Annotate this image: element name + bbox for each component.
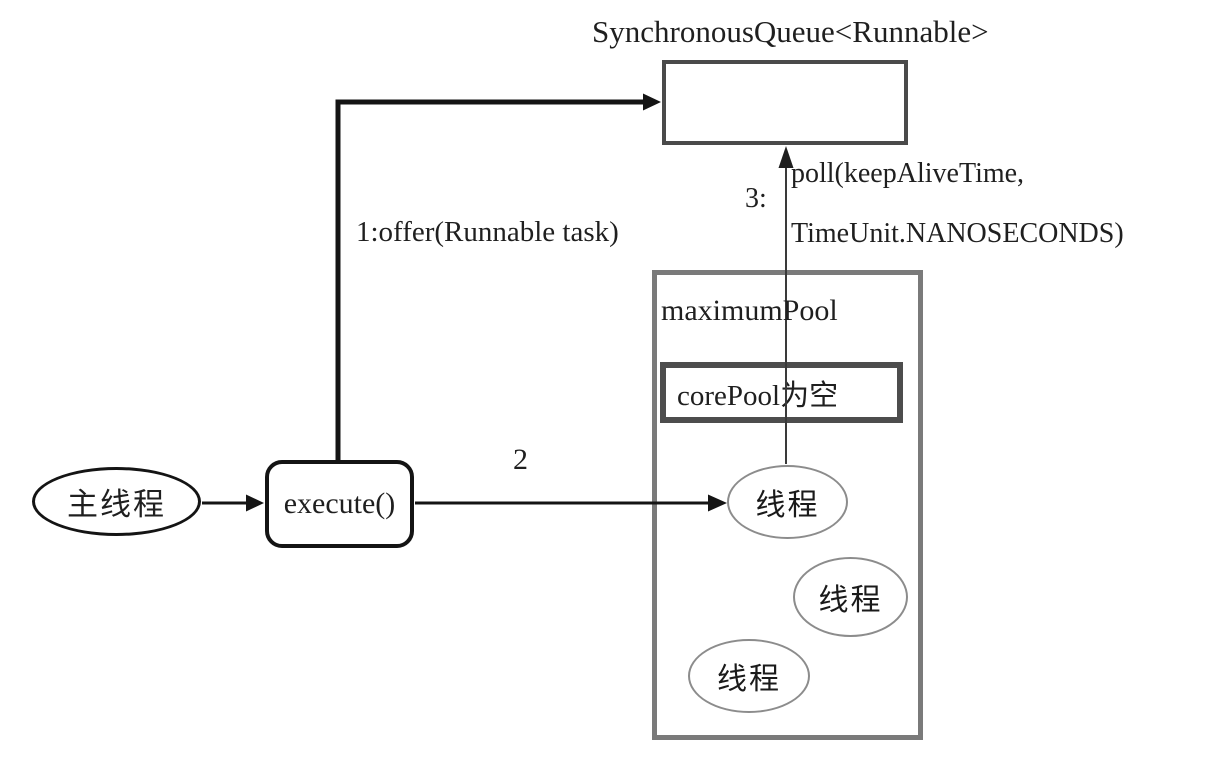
execute-label: execute()	[283, 487, 396, 520]
core-pool-box: corePool为空	[660, 362, 903, 423]
thread-ellipse-2: 线程	[793, 557, 908, 637]
offer-edge-label: 1:offer(Runnable task)	[356, 216, 619, 248]
maximum-pool-label: maximumPool	[661, 294, 838, 327]
offer-arrow-line	[335, 99, 647, 460]
step3-edge-label: 3:	[745, 183, 767, 214]
offer-arrowhead-icon	[643, 93, 661, 111]
synchronous-queue-box	[662, 60, 908, 145]
thread-ellipse-3: 线程	[688, 639, 810, 713]
main-to-execute-arrowhead-icon	[246, 494, 264, 512]
poll-label-line1: poll(keepAliveTime,	[791, 158, 1025, 189]
queue-title: SynchronousQueue<Runnable>	[592, 14, 989, 49]
thread-1-label: 线程	[755, 489, 820, 522]
main-thread-ellipse: 主线程	[32, 467, 201, 536]
thread-ellipse-1: 线程	[727, 465, 848, 539]
step2-edge-label: 2	[513, 443, 528, 476]
poll-label-line2: TimeUnit.NANOSECONDS)	[791, 218, 1124, 249]
thread-3-label: 线程	[717, 663, 781, 696]
thread-2-label: 线程	[818, 584, 883, 617]
execute-node: execute()	[265, 460, 414, 548]
main-thread-label: 主线程	[67, 487, 166, 522]
core-pool-label: corePool为空	[677, 379, 839, 412]
